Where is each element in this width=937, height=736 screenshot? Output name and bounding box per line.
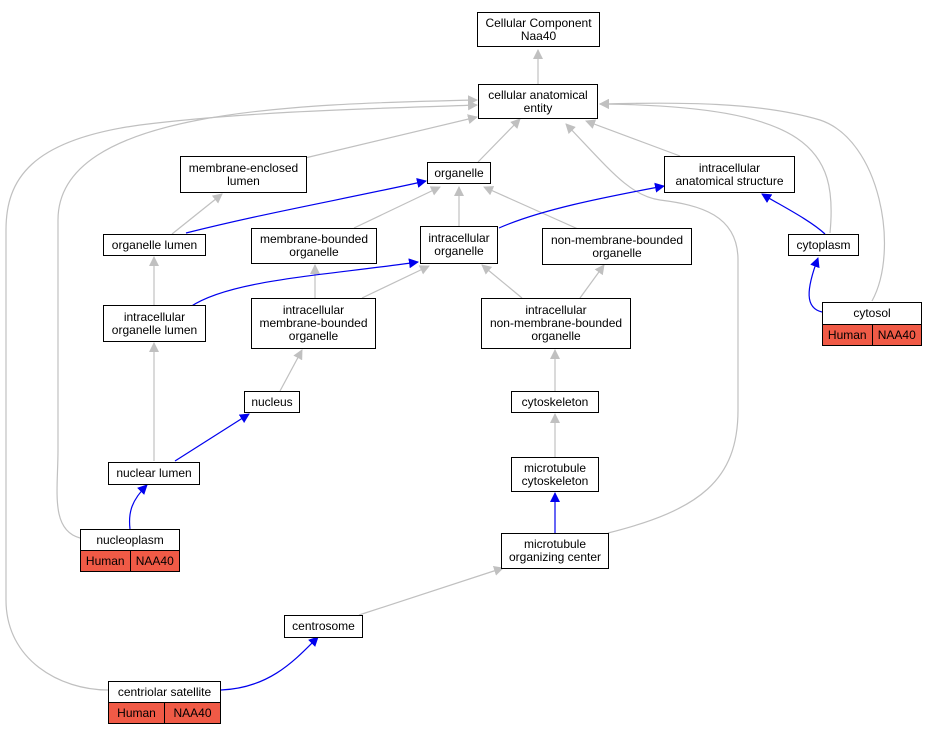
annotation-species: Human	[823, 325, 873, 345]
node-cytoplasm[interactable]: cytoplasm	[788, 234, 859, 256]
annotation-species: Human	[81, 551, 131, 571]
edge-mtoc-to-cae	[565, 123, 739, 534]
edge-cytosol-partof-cytoplasm	[808, 257, 823, 313]
node-membrane-bounded-organelle[interactable]: membrane-bounded organelle	[251, 228, 377, 264]
edge-cs-partof-centrosome	[220, 636, 319, 691]
edge-cytoplasm-partof-ias	[761, 193, 826, 235]
edge-mbo-to-organelle	[353, 186, 441, 229]
edge-imbo-to-io	[361, 265, 430, 299]
edge-cytosol-to-cae	[599, 98, 886, 302]
edge-inmbo-to-io	[481, 264, 523, 299]
edge-organelle-to-cae	[477, 118, 521, 163]
annotation-gene: NAA40	[173, 706, 212, 720]
annotation-gene: NAA40	[135, 554, 174, 568]
node-intracellular-non-membrane-bounded-organelle[interactable]: intracellular non-membrane-bounded organ…	[481, 298, 631, 349]
annotation-cytosol: Human NAA40	[822, 324, 922, 346]
edge-cytoplasm-to-cae	[599, 99, 832, 234]
edge-iol-partof-io	[189, 258, 419, 308]
edge-io-partof-ias	[498, 182, 665, 229]
node-nuclear-lumen[interactable]: nuclear lumen	[108, 462, 200, 485]
node-organelle[interactable]: organelle	[427, 162, 491, 184]
edge-inmbo-to-nmbo	[579, 264, 605, 299]
edge-mel-to-cae	[304, 114, 478, 159]
node-nucleus[interactable]: nucleus	[244, 391, 300, 413]
node-intracellular-anatomical-structure[interactable]: intracellular anatomical structure	[664, 156, 795, 193]
node-organelle-lumen[interactable]: organelle lumen	[103, 234, 206, 256]
edge-ol-to-mel	[171, 193, 223, 235]
edge-nucleoplasm-to-cae	[56, 95, 478, 539]
annotation-gene: NAA40	[877, 328, 916, 342]
node-cytosol[interactable]: cytosol	[822, 302, 922, 325]
annotation-nucleoplasm: Human NAA40	[80, 550, 180, 572]
node-microtubule-cytoskeleton[interactable]: microtubule cytoskeleton	[511, 457, 599, 492]
edge-nmbo-to-organelle	[483, 186, 579, 230]
node-intracellular-organelle[interactable]: intracellular organelle	[420, 226, 498, 264]
node-intracellular-organelle-lumen[interactable]: intracellular organelle lumen	[103, 305, 206, 342]
annotation-species: Human	[109, 703, 165, 723]
edge-nucleus-to-imbo	[279, 349, 303, 392]
node-microtubule-organizing-center[interactable]: microtubule organizing center	[501, 533, 609, 569]
node-intracellular-membrane-bounded-organelle[interactable]: intracellular membrane-bounded organelle	[251, 298, 376, 349]
node-cellular-anatomical-entity[interactable]: cellular anatomical entity	[478, 84, 598, 119]
edge-centriolar-satellite-to-cae	[5, 100, 478, 691]
edge-ias-to-cae	[585, 119, 681, 157]
node-non-membrane-bounded-organelle[interactable]: non-membrane-bounded organelle	[542, 228, 692, 265]
edge-centrosome-to-mtoc	[358, 566, 504, 616]
node-cellular-component[interactable]: Cellular Component Naa40	[477, 12, 600, 47]
edge-nuclearlumen-partof-nucleus	[174, 413, 250, 462]
node-cytoskeleton[interactable]: cytoskeleton	[511, 391, 599, 413]
node-nucleoplasm[interactable]: nucleoplasm	[80, 529, 180, 551]
node-centrosome[interactable]: centrosome	[284, 615, 363, 638]
edge-nucleoplasm-partof-nuclearlumen	[128, 484, 148, 530]
edge-ol-partof-organelle	[185, 178, 427, 234]
node-centriolar-satellite[interactable]: centriolar satellite	[108, 681, 221, 703]
annotation-centriolar-satellite: Human NAA40	[108, 702, 221, 724]
node-membrane-enclosed-lumen[interactable]: membrane-enclosed lumen	[180, 156, 307, 193]
